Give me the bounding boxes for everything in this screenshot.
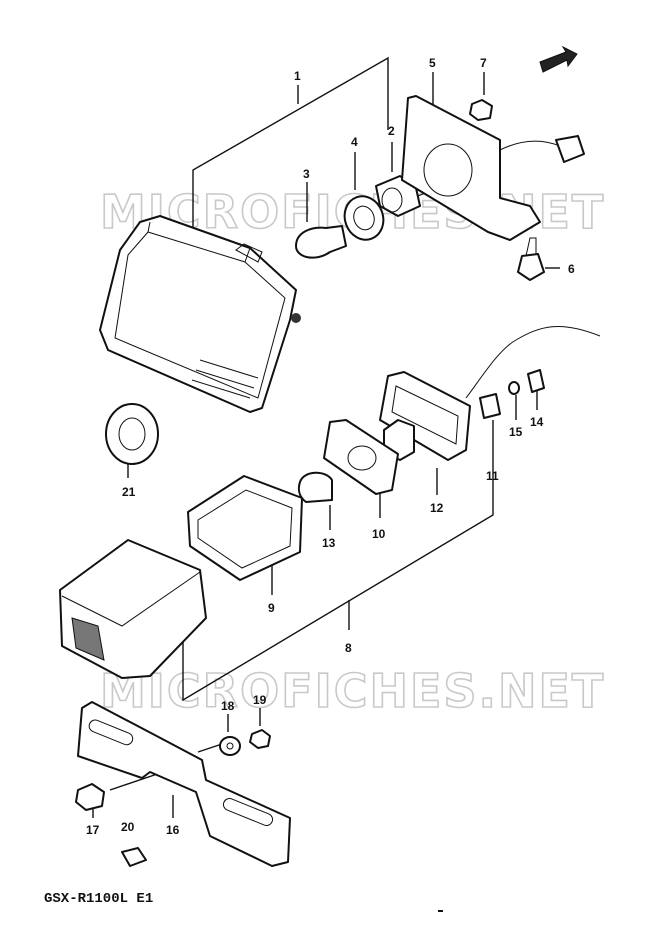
license-lamp-housing [379, 325, 601, 461]
callout-12: 12 [430, 501, 444, 515]
license-lens-cover [187, 475, 303, 581]
scan-mark [438, 910, 443, 912]
spacer-14 [527, 369, 545, 393]
license-lamp-box [59, 539, 207, 679]
license-plate-bracket [77, 701, 291, 867]
watermark-bottom: MICROFICHES.NET [100, 664, 605, 718]
gasket-ring [343, 195, 385, 241]
washer-18 [219, 736, 241, 756]
lamp-bulb-20 [121, 847, 147, 867]
grommet-11 [479, 393, 501, 419]
nut-19 [249, 729, 271, 749]
callout-11: 11 [486, 469, 499, 483]
callout-4: 4 [351, 135, 358, 149]
bolt-6 [517, 237, 545, 281]
bulb [295, 225, 347, 259]
callout-3: 3 [303, 167, 310, 181]
model-code: GSX-R1100L E1 [44, 891, 153, 907]
callout-15: 15 [509, 425, 523, 439]
callout-17: 17 [86, 823, 100, 837]
callout-14: 14 [530, 415, 544, 429]
callout-10: 10 [372, 527, 386, 541]
callout-7: 7 [480, 56, 487, 70]
bolt-17 [75, 783, 105, 811]
callout-13: 13 [322, 536, 336, 550]
callout-21: 21 [122, 485, 136, 499]
grommet [105, 403, 159, 465]
callout-2: 2 [388, 124, 395, 138]
callout-1: 1 [294, 69, 301, 83]
direction-arrow-icon [539, 45, 578, 73]
callout-6: 6 [568, 262, 575, 276]
nut-7 [469, 99, 493, 121]
callout-18: 18 [221, 699, 235, 713]
callout-16: 16 [166, 823, 180, 837]
callout-8: 8 [345, 641, 352, 655]
leader-lines [92, 56, 560, 818]
callout-19: 19 [253, 693, 267, 707]
lamp-bulb-small [297, 471, 333, 503]
lamp-gasket [323, 419, 399, 495]
callout-20: 20 [121, 820, 135, 834]
callout-5: 5 [429, 56, 436, 70]
tail-lamp-lens [99, 215, 301, 413]
mounting-bracket [401, 95, 585, 241]
callout-9: 9 [268, 601, 275, 615]
washer-15 [508, 381, 520, 395]
